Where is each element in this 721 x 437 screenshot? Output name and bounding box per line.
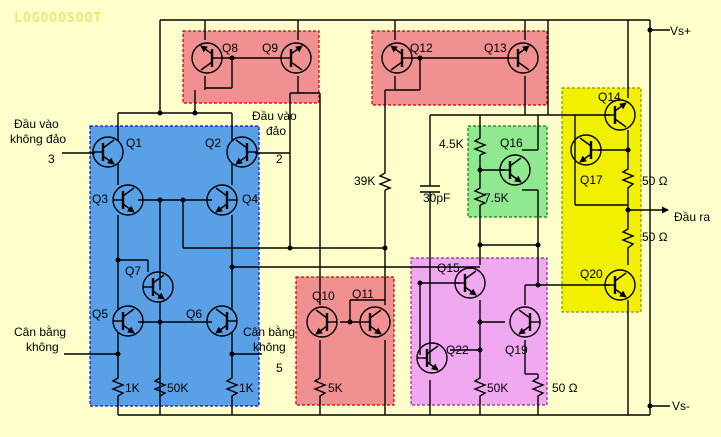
r-50k-input-label: 50K — [167, 381, 188, 395]
r-1k-left-label: 1K — [125, 381, 140, 395]
q1-label: Q1 — [126, 136, 142, 150]
transistor-q5 — [112, 305, 144, 337]
transistor-q14 — [604, 99, 636, 131]
q19-label: Q19 — [505, 343, 528, 357]
supply-rails — [118, 19, 670, 416]
q2-label: Q2 — [205, 136, 221, 150]
q22-label: Q22 — [446, 343, 469, 357]
resistor-1k-right — [225, 374, 239, 397]
resistor-1k-left — [111, 374, 125, 397]
r-4-5k-label: 4.5K — [439, 137, 464, 151]
resistor-39k — [378, 170, 392, 191]
noninverting-input-label-2: không đảo — [10, 132, 66, 146]
offset-null-2-label-2: không — [253, 340, 286, 354]
q13-label: Q13 — [484, 41, 507, 55]
transistor-q11 — [359, 306, 391, 338]
transistor-q8 — [191, 42, 223, 74]
noninverting-input-label-1: Đầu vào — [14, 117, 59, 131]
q12-label: Q12 — [410, 41, 433, 55]
transistor-symbols — [92, 42, 636, 374]
transistor-q9 — [280, 42, 312, 74]
transistor-q6 — [206, 305, 238, 337]
inverting-input-label-1: Đầu vào — [252, 109, 297, 123]
current-mirror-box-q12-q13 — [371, 30, 548, 106]
q8-label: Q8 — [222, 41, 238, 55]
watermark-logo: LOGOOOSOOT — [14, 11, 102, 26]
vplus-label: Vs+ — [670, 24, 691, 38]
q4-label: Q4 — [242, 192, 258, 206]
c-30pf-label: 30pF — [423, 191, 450, 205]
offset-null-2-pin: 5 — [276, 361, 283, 375]
inverting-input-pin: 2 — [276, 152, 283, 166]
current-mirror-box-q10-q11 — [295, 276, 395, 406]
inverting-input-label-2: đảo — [266, 124, 286, 138]
q9-label: Q9 — [262, 41, 278, 55]
r-50ohm-gain-label: 50 Ω — [552, 381, 578, 395]
r-1k-right-label: 1K — [239, 381, 254, 395]
mirror-q12-q13-wiring — [384, 20, 575, 300]
q10-label: Q10 — [312, 289, 335, 303]
mirror-q8-q9-wiring — [204, 20, 321, 277]
transistor-q7 — [142, 271, 174, 303]
transistor-q4 — [206, 184, 238, 216]
r-50ohm-top-label: 50 Ω — [642, 174, 668, 188]
noninverting-input-pin: 3 — [48, 152, 55, 166]
vminus-label: Vs- — [672, 399, 690, 413]
offset-null-1-label-1: Cân bằng — [14, 324, 66, 339]
r-39k-label: 39K — [354, 174, 375, 188]
transistor-q3 — [112, 184, 144, 216]
offset-null-1-label-2: không — [26, 340, 59, 354]
r-7-5k-label: 7.5K — [484, 191, 509, 205]
transistor-q22 — [416, 342, 448, 374]
transistor-q19 — [509, 306, 541, 338]
q20-label: Q20 — [580, 267, 603, 281]
resistor-7-5k — [473, 185, 487, 206]
resistor-5k — [313, 374, 327, 397]
resistor-50ohm-bottom — [621, 225, 635, 250]
output-label: Đầu ra — [674, 210, 710, 224]
transistor-q1 — [92, 136, 124, 168]
q14-label: Q14 — [598, 90, 621, 104]
resistor-50ohm-top — [621, 165, 635, 190]
resistor-50ohm-gain — [531, 374, 545, 397]
transistor-q16 — [499, 154, 531, 186]
offset-null-2-label-1: Cân bằng — [243, 324, 295, 339]
transistor-q17 — [570, 134, 602, 166]
resistor-4-5k — [473, 135, 487, 156]
transistor-q13 — [507, 42, 539, 74]
r-50ohm-bottom-label: 50 Ω — [642, 230, 668, 244]
q6-label: Q6 — [186, 307, 202, 321]
q16-label: Q16 — [500, 136, 523, 150]
q5-label: Q5 — [92, 307, 108, 321]
q11-label: Q11 — [352, 287, 374, 301]
labels: Vs+ Vs- Đầu vào không đảo 3 Đầu vào đảo … — [10, 24, 710, 413]
q17-label: Q17 — [580, 173, 603, 187]
resistor-50k-gain — [473, 374, 487, 397]
transistor-q20 — [604, 269, 636, 301]
r-5k-label: 5K — [328, 381, 343, 395]
transistor-q15 — [454, 267, 486, 299]
input-stage-wiring — [62, 90, 480, 415]
q3-label: Q3 — [92, 192, 108, 206]
q15-label: Q15 — [437, 261, 460, 275]
mirror-q10-q11-wiring — [319, 245, 388, 415]
r-50k-gain-label: 50K — [487, 381, 508, 395]
resistor-symbols — [111, 135, 635, 397]
transistor-q12 — [381, 42, 413, 74]
capacitor-30pf — [420, 185, 440, 204]
transistor-q2 — [226, 136, 258, 168]
resistor-50k-input — [153, 374, 167, 397]
transistor-q10 — [306, 306, 338, 338]
q7-label: Q7 — [125, 264, 141, 278]
